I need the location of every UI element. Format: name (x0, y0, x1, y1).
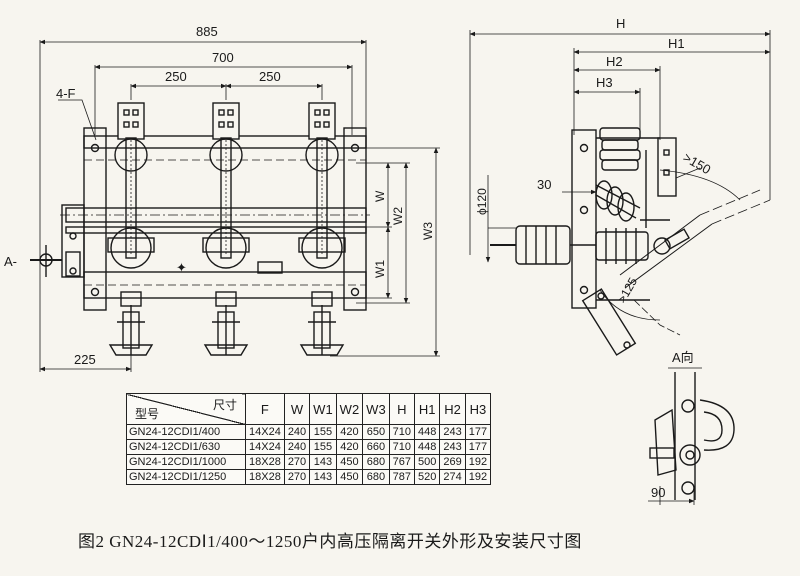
col-header: W1 (309, 393, 337, 425)
model-cell: GN24-12CDI1/630 (126, 439, 246, 455)
value-cell: 767 (388, 454, 416, 470)
value-cell: 155 (309, 439, 337, 455)
table-row: GN24-12CDI1/1250 18X28 270 143 450 680 7… (126, 469, 492, 485)
dim-w: W (373, 190, 387, 202)
value-cell: 240 (283, 424, 311, 440)
value-cell: 450 (335, 454, 364, 470)
col-header: W3 (362, 393, 390, 425)
pole-1 (107, 102, 155, 356)
dim-w2: W2 (391, 207, 405, 225)
dim-w1: W1 (373, 260, 387, 278)
left-insulator (490, 225, 596, 265)
value-cell: 787 (388, 469, 416, 485)
value-cell: 269 (439, 454, 466, 470)
figure-caption: 图2 GN24-12CDⅠ1/400～1250户内高压隔离开关外形及安装尺寸图 (78, 532, 582, 551)
value-cell: 18X28 (245, 454, 285, 470)
pole-2 (202, 102, 250, 356)
dim-h: H (616, 16, 625, 31)
value-cell: 270 (283, 454, 311, 470)
value-cell: 14X24 (245, 439, 285, 455)
value-cell: 448 (414, 424, 441, 440)
col-header: H1 (414, 393, 441, 425)
value-cell: 155 (309, 424, 337, 440)
dim-30: 30 (537, 177, 551, 192)
lower-insulator (595, 228, 671, 264)
col-header: H (388, 393, 416, 425)
dim-250-right: 250 (259, 69, 281, 84)
label-a-view-arrow: A- (4, 254, 17, 269)
dim-885: 885 (196, 24, 218, 39)
value-cell: 18X28 (245, 469, 285, 485)
table-row: GN24-12CDI1/630 14X24 240 155 420 660 71… (126, 439, 492, 455)
model-cell: GN24-12CDI1/1000 (126, 454, 246, 470)
value-cell: 450 (335, 469, 364, 485)
value-cell: 500 (414, 454, 441, 470)
dim-h1: H1 (668, 36, 685, 51)
value-cell: 448 (414, 439, 441, 455)
middle-insulator (595, 180, 641, 222)
value-cell: 420 (335, 424, 364, 440)
dim-w3: W3 (421, 222, 435, 240)
corner-label-model: 型号 (135, 407, 160, 421)
col-header: H2 (439, 393, 466, 425)
front-view: ✦ (30, 39, 440, 372)
dim-225: 225 (74, 352, 96, 367)
dim-h2: H2 (606, 54, 623, 69)
dim-700: 700 (212, 50, 234, 65)
model-cell: GN24-12CDI1/400 (126, 424, 246, 440)
table-header-row: 尺寸 型号 F W W1 W2 W3 H H1 H2 H3 (126, 393, 492, 425)
upper-insulator (599, 127, 641, 171)
col-header: W (283, 393, 311, 425)
value-cell: 143 (309, 454, 337, 470)
dim-90: 90 (651, 485, 665, 500)
value-cell: 192 (464, 454, 492, 470)
value-cell: 240 (283, 439, 311, 455)
col-header: F (245, 393, 285, 425)
value-cell: 270 (283, 469, 311, 485)
col-header: W2 (335, 393, 364, 425)
model-cell: GN24-12CDI1/1250 (126, 469, 246, 485)
value-cell: 520 (414, 469, 441, 485)
dimension-table: 尺寸 型号 F W W1 W2 W3 H H1 H2 H3 GN24-12CDI… (126, 393, 492, 485)
side-view (469, 30, 771, 356)
value-cell: 710 (388, 439, 416, 455)
table-row: GN24-12CDI1/1000 18X28 270 143 450 680 7… (126, 454, 492, 470)
pole-3 (298, 102, 346, 356)
value-cell: 143 (309, 469, 337, 485)
value-cell: 243 (439, 424, 466, 440)
table-row: GN24-12CDI1/400 14X24 240 155 420 650 71… (126, 424, 492, 440)
dim-gt150: >150 (681, 150, 714, 178)
corner-label-dimension: 尺寸 (212, 398, 237, 412)
svg-text:✦: ✦ (176, 260, 187, 275)
table-corner-header: 尺寸 型号 (126, 393, 246, 425)
view-a-title: A向 (672, 350, 694, 365)
value-cell: 680 (362, 454, 390, 470)
value-cell: 177 (464, 439, 492, 455)
value-cell: 710 (388, 424, 416, 440)
value-cell: 14X24 (245, 424, 285, 440)
view-a (648, 367, 735, 505)
label-4f: 4-F (56, 86, 76, 101)
value-cell: 660 (362, 439, 390, 455)
value-cell: 420 (335, 439, 364, 455)
col-header: H3 (464, 393, 492, 425)
value-cell: 274 (439, 469, 466, 485)
value-cell: 177 (464, 424, 492, 440)
value-cell: 680 (362, 469, 390, 485)
dim-h3: H3 (596, 75, 613, 90)
value-cell: 243 (439, 439, 466, 455)
dim-250-left: 250 (165, 69, 187, 84)
dim-phi120: ϕ120 (475, 188, 489, 215)
value-cell: 192 (464, 469, 492, 485)
value-cell: 650 (362, 424, 390, 440)
